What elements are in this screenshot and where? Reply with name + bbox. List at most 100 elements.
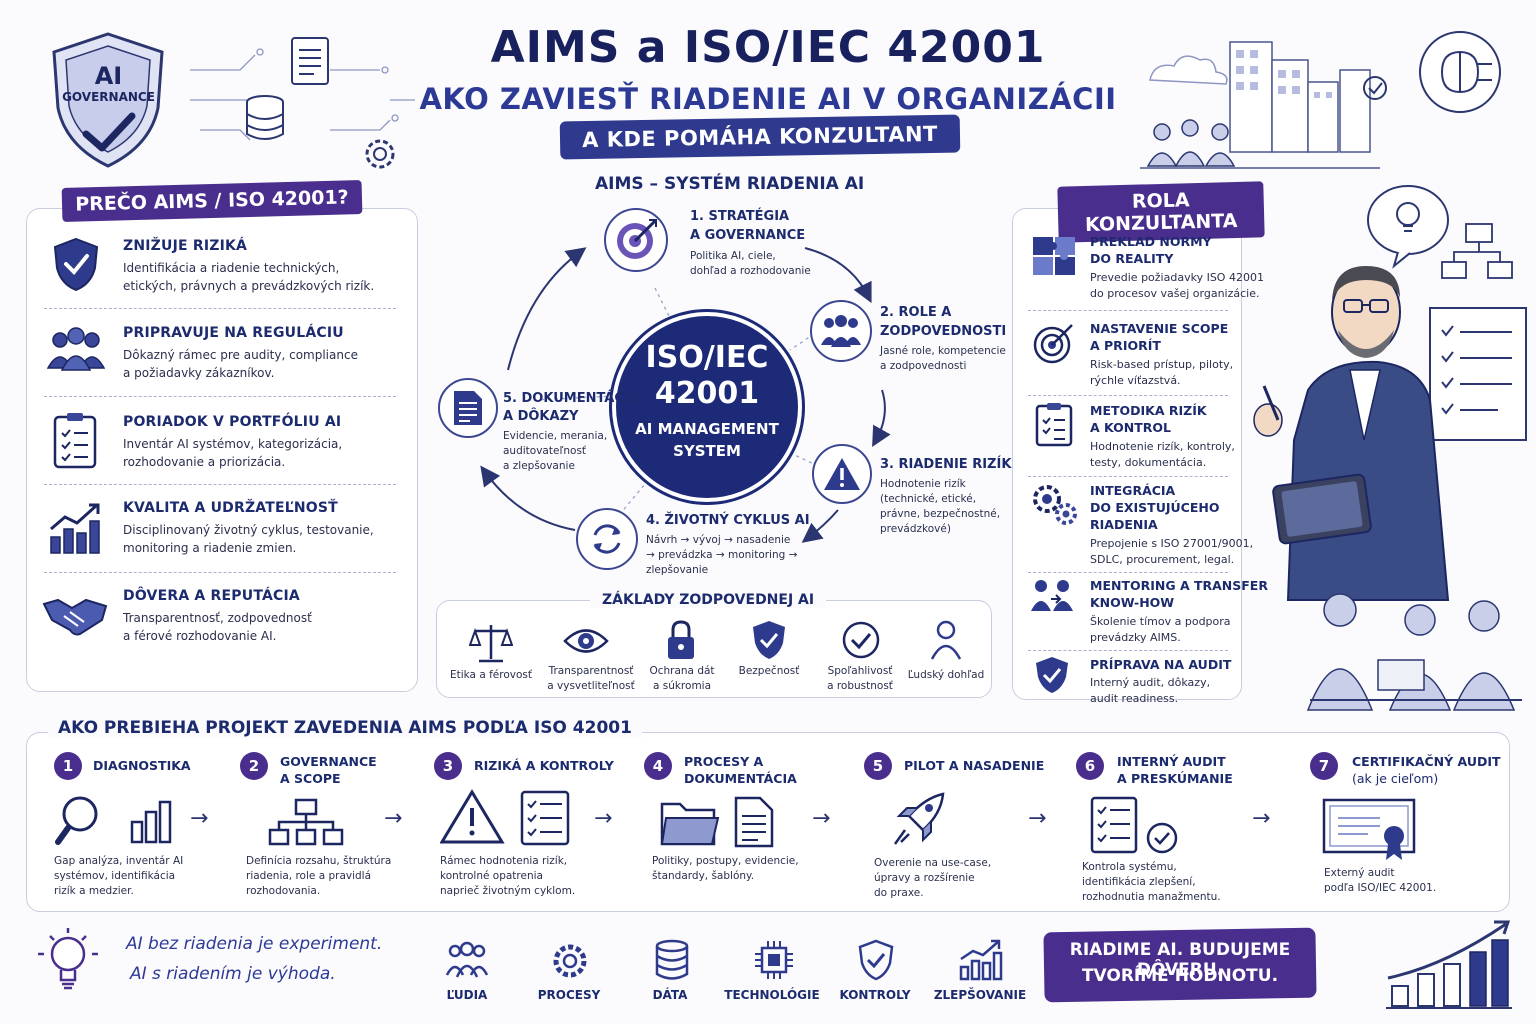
slogan-line-1: RIADIME AI. BUDUJEME DÔVERU. — [1069, 940, 1291, 980]
security-shield-icon — [750, 618, 788, 662]
cycle-node-desc: Jasné role, kompetencie — [880, 345, 1006, 357]
foundation-label: Ľudský dohľad — [907, 669, 985, 681]
step-desc: riadenia, role a pravidlá — [246, 870, 372, 882]
consultant-item-title: PREKLAD NORMY — [1090, 234, 1212, 249]
gears-icon — [1028, 480, 1080, 528]
step-arrow-icon: → — [190, 806, 209, 831]
why-item-desc: etických, právnych a prevádzkových rizík… — [123, 279, 375, 293]
lock-icon — [664, 618, 698, 662]
why-item-title: ZNIŽUJE RIZIKÁ — [123, 238, 248, 254]
pillar-label: PROCESY — [537, 988, 601, 1002]
cycle-node-desc: Politika AI, ciele, — [690, 250, 776, 262]
mentoring-people-icon — [1028, 576, 1080, 616]
step-desc: rizík a medzier. — [54, 885, 134, 897]
database-icon — [652, 938, 692, 982]
step-desc: kontrolné opatrenia — [440, 870, 543, 882]
step-number: 7 — [1310, 752, 1338, 780]
step-title: DIAGNOSTIKA — [93, 758, 191, 773]
consultant-item-title: DO EXISTUJÚCEHO — [1090, 500, 1220, 515]
consultant-item-desc: Interný audit, dôkazy, — [1090, 676, 1211, 689]
cycle-node-title: ZODPOVEDNOSTI — [880, 324, 1007, 339]
cycle-node-desc: Návrh → vývoj → nasadenie — [646, 534, 791, 546]
consultant-item-title: A KONTROL — [1090, 420, 1171, 435]
certificate-icon — [1322, 798, 1422, 862]
step-desc: Externý audit — [1324, 867, 1395, 879]
lightbulb-icon — [1396, 202, 1420, 232]
step-desc: podľa ISO/IEC 42001. — [1324, 882, 1437, 894]
refresh-cycle-icon — [576, 508, 638, 570]
step-title: INTERNÝ AUDIT — [1117, 754, 1226, 769]
step-desc: Politiky, postupy, evidencie, — [652, 855, 799, 867]
check-circle-icon — [1363, 76, 1387, 100]
step-desc: Rámec hodnotenia rizík, — [440, 855, 568, 867]
consultant-banner: A KDE POMÁHA KONZULTANT — [559, 114, 961, 160]
step-desc: rozhodnutia manažmentu. — [1082, 891, 1221, 903]
document-icon — [438, 378, 498, 438]
step-arrow-icon: → — [1028, 806, 1047, 831]
lightbulb-icon — [36, 926, 100, 996]
iso-42001-center-circle — [612, 312, 802, 502]
cycle-node-desc: a zodpovednosti — [880, 360, 967, 372]
step-title: PROCESY A — [684, 754, 764, 769]
step-number: 6 — [1076, 752, 1104, 780]
why-item-title: PRIPRAVUJE NA REGULÁCIU — [123, 325, 344, 341]
pillar-label: DÁTA — [652, 988, 688, 1002]
cycle-heading: AIMS – SYSTÉM RIADENIA AI — [595, 174, 865, 194]
cycle-node-desc: Evidencie, merania, — [503, 430, 608, 442]
consultant-item-desc: Prevedie požiadavky ISO 42001 — [1090, 271, 1264, 284]
foundation-label: Etika a férovosť — [449, 669, 532, 681]
step-title: DOKUMENTÁCIA — [684, 771, 797, 786]
center-aims: AI MANAGEMENT — [635, 420, 779, 438]
shield-text-ai: AI — [94, 62, 123, 90]
step-title: A SCOPE — [280, 771, 341, 786]
step-arrow-icon: → — [1252, 806, 1271, 831]
magnifier-chart-icon — [54, 790, 174, 846]
cycle-node-title: 4. ŽIVOTNÝ CYKLUS AI — [646, 513, 810, 528]
consultant-item-desc: SDLC, procurement, legal. — [1090, 553, 1235, 566]
step-title: GOVERNANCE — [280, 754, 377, 769]
foundation-label: Transparentnosť — [548, 665, 634, 677]
why-item-desc: a férové rozhodovanie AI. — [123, 629, 277, 643]
warning-triangle-icon — [812, 444, 872, 504]
project-heading: AKO PREBIEHA PROJEKT ZAVEDENIA AIMS PODĽ… — [48, 718, 642, 738]
step-title: A PRESKÚMANIE — [1117, 771, 1233, 786]
gear-icon — [548, 940, 592, 982]
consultant-item-desc: do procesov vašej organizácie. — [1090, 287, 1260, 300]
consultant-item-desc: rýchle víťazstvá. — [1090, 374, 1181, 387]
why-item-desc: Identifikácia a riadenie technických, — [123, 261, 340, 275]
database-icon — [246, 95, 284, 140]
consultant-item-title: METODIKA RIZÍK — [1090, 403, 1207, 418]
page-subtitle: AKO ZAVIESŤ RIADENIE AI V ORGANIZÁCII — [419, 82, 1117, 116]
tech-icons-decoration — [180, 30, 420, 170]
check-circle-icon — [840, 620, 882, 660]
cycle-node-title: A GOVERNANCE — [690, 228, 806, 243]
pillar-label: TECHNOLÓGIE — [724, 988, 820, 1002]
ai-brain-icon — [1419, 31, 1501, 113]
step-number: 2 — [240, 752, 268, 780]
why-item-desc: Disciplinovaný životný cyklus, testovani… — [123, 523, 374, 537]
why-item-desc: a požiadavky zákazníkov. — [123, 366, 275, 380]
cycle-node-desc: právne, bezpečnostné, — [880, 508, 1001, 520]
shield-text-governance: GOVERNANCE — [62, 90, 155, 104]
clipboard-checklist-icon — [50, 410, 100, 470]
consultant-item-title: RIADENIA — [1090, 517, 1158, 532]
cycle-node-desc: auditovateľnosť — [503, 445, 587, 457]
center-number: 42001 — [654, 376, 760, 411]
step-desc: systémov, identifikácia — [54, 870, 176, 882]
consultant-item-title: INTEGRÁCIA — [1090, 483, 1176, 498]
org-chart-icon — [266, 798, 346, 848]
people-group-icon — [46, 324, 106, 374]
gear-icon — [365, 139, 395, 169]
cycle-node-desc: dohľad a rozhodovanie — [690, 265, 811, 277]
step-desc: naprieč životným cyklom. — [440, 885, 576, 897]
cycle-node-title: 2. ROLE A — [880, 305, 952, 320]
quote-line-1: AI bez riadenia je experiment. — [126, 934, 383, 954]
person-icon — [928, 618, 964, 662]
foundations-panel — [436, 600, 992, 698]
foundation-label: Bezpečnosť — [738, 665, 800, 677]
why-item-desc: monitoring a riadenie zmien. — [123, 541, 297, 555]
consultant-panel — [1012, 208, 1242, 700]
why-item-desc: Inventár AI systémov, kategorizácia, — [123, 437, 343, 451]
growth-bars-icon — [1384, 916, 1514, 1010]
pillar-label: ĽUDIA — [446, 988, 488, 1002]
